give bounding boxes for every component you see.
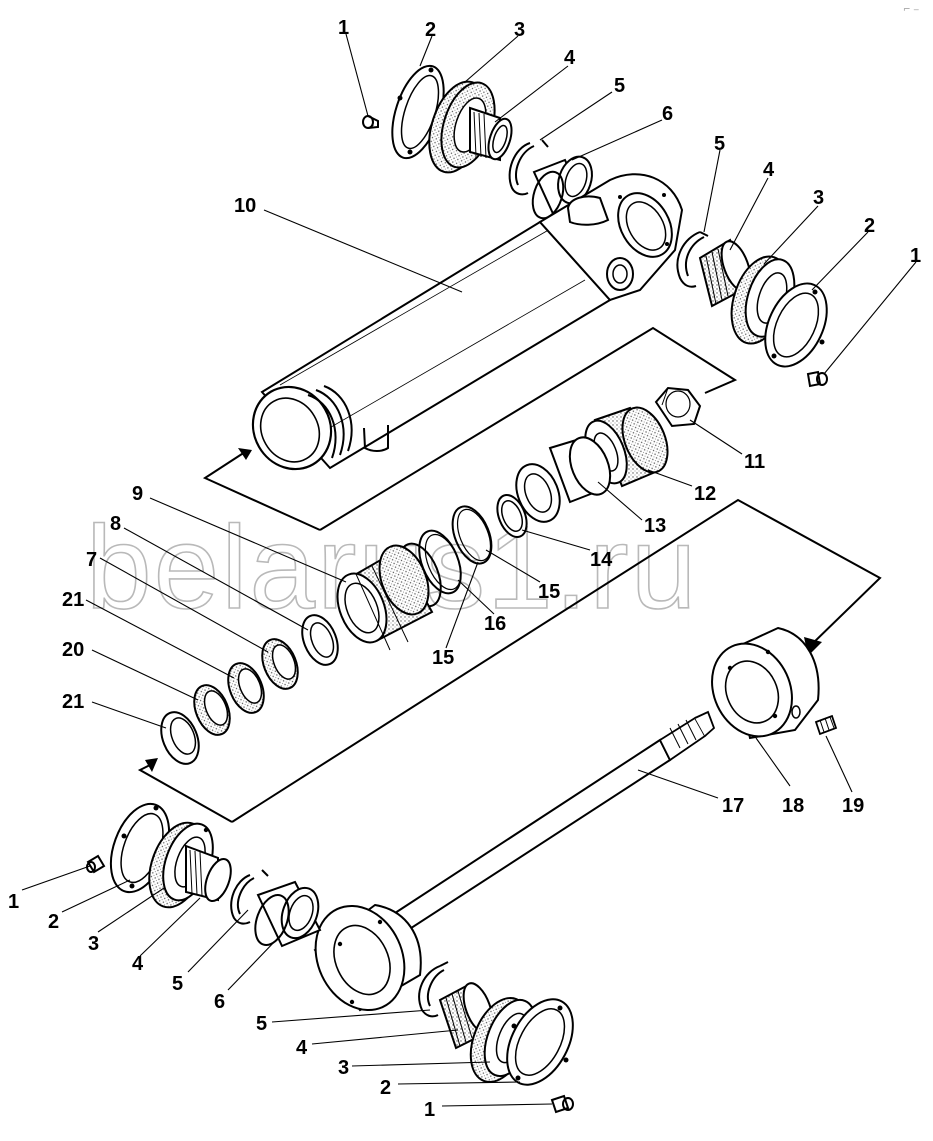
piston-part (584, 406, 669, 488)
callout-label: 5 (714, 133, 725, 155)
callout-label: 18 (782, 795, 804, 817)
ring-part-7 (261, 638, 299, 690)
callout-label: 2 (48, 911, 59, 933)
callout-label: 21 (62, 691, 84, 713)
callout-label: 6 (214, 991, 225, 1013)
callout-label: 12 (694, 483, 716, 505)
snap-ring-part (676, 231, 709, 288)
callout-label: 4 (564, 47, 576, 69)
callout-label: 11 (744, 451, 765, 473)
snap-ring-part (230, 869, 269, 925)
callout-label: 3 (514, 19, 525, 41)
cylinder-barrel-part (251, 173, 684, 471)
seal-part-15 (451, 505, 493, 565)
ring-part-20 (193, 684, 231, 736)
piston-body-part-9 (336, 544, 434, 651)
callout-label: 5 (172, 973, 183, 995)
piston-nut-part (654, 386, 702, 428)
rod-head-part (711, 626, 820, 740)
bolt-part (362, 115, 379, 129)
ring-part (254, 880, 322, 948)
bushing-part (469, 106, 513, 162)
callout-label: 9 (132, 483, 143, 505)
callout-label: 4 (132, 953, 144, 975)
callout-label: 16 (484, 613, 506, 635)
rod-eye-part (313, 903, 422, 1012)
bolt-part (806, 370, 828, 388)
callout-label: 1 (338, 17, 349, 39)
callout-label: 19 (842, 795, 864, 817)
gasket-part (764, 282, 828, 368)
callout-label: 8 (110, 513, 121, 535)
ring-part-21-upper (227, 662, 265, 714)
piston-ring-part-13 (515, 436, 612, 523)
callout-label: 4 (296, 1037, 308, 1059)
corner-mark: ⌐ ‒ (903, 5, 919, 15)
callout-label: 3 (338, 1057, 349, 1079)
callout-label: 6 (662, 103, 673, 125)
callout-label: 17 (722, 795, 744, 817)
callout-label: 14 (590, 549, 613, 571)
bottom-right-flange-group (418, 961, 574, 1114)
callout-label: 15 (538, 581, 560, 603)
piston-rod-part (390, 710, 716, 936)
callout-label: 5 (256, 1013, 267, 1035)
bottom-left-flange-group (86, 802, 322, 948)
part-number-labels: 1 2 3 4 5 6 5 4 3 2 1 10 11 12 13 14 15 … (8, 17, 921, 1121)
assembly-path-upper (202, 326, 738, 531)
snap-ring-part (418, 961, 449, 1018)
bolt-part (550, 1094, 574, 1114)
callout-label: 1 (8, 891, 19, 913)
callout-label: 2 (380, 1077, 391, 1099)
bushing-part (185, 844, 232, 903)
callout-label: 5 (614, 75, 625, 97)
assembly-path-lower (137, 498, 882, 823)
callout-label: 20 (62, 639, 84, 661)
callout-label: 10 (234, 195, 256, 217)
callout-label: 1 (424, 1099, 435, 1121)
callout-label: 3 (813, 187, 824, 209)
top-left-flange-group (362, 64, 593, 220)
bolt-part (86, 854, 106, 874)
callout-label: 2 (864, 215, 875, 237)
callout-label: 3 (88, 933, 99, 955)
set-screw-part (814, 714, 838, 736)
callout-label: 4 (763, 159, 775, 181)
leader-lines (21, 33, 917, 1107)
ring-part-8 (301, 614, 339, 666)
callout-label: 13 (644, 515, 666, 537)
gasket-part (506, 998, 574, 1086)
callout-label: 1 (910, 245, 921, 267)
callout-label: 2 (425, 19, 436, 41)
callout-label: 21 (62, 589, 84, 611)
ring-part-14 (496, 494, 528, 538)
callout-label: 15 (432, 647, 454, 669)
snap-ring-part (508, 139, 549, 196)
ring-part-21-lower (160, 711, 200, 765)
callout-label: 7 (86, 549, 97, 571)
top-right-flange-group (676, 231, 828, 388)
